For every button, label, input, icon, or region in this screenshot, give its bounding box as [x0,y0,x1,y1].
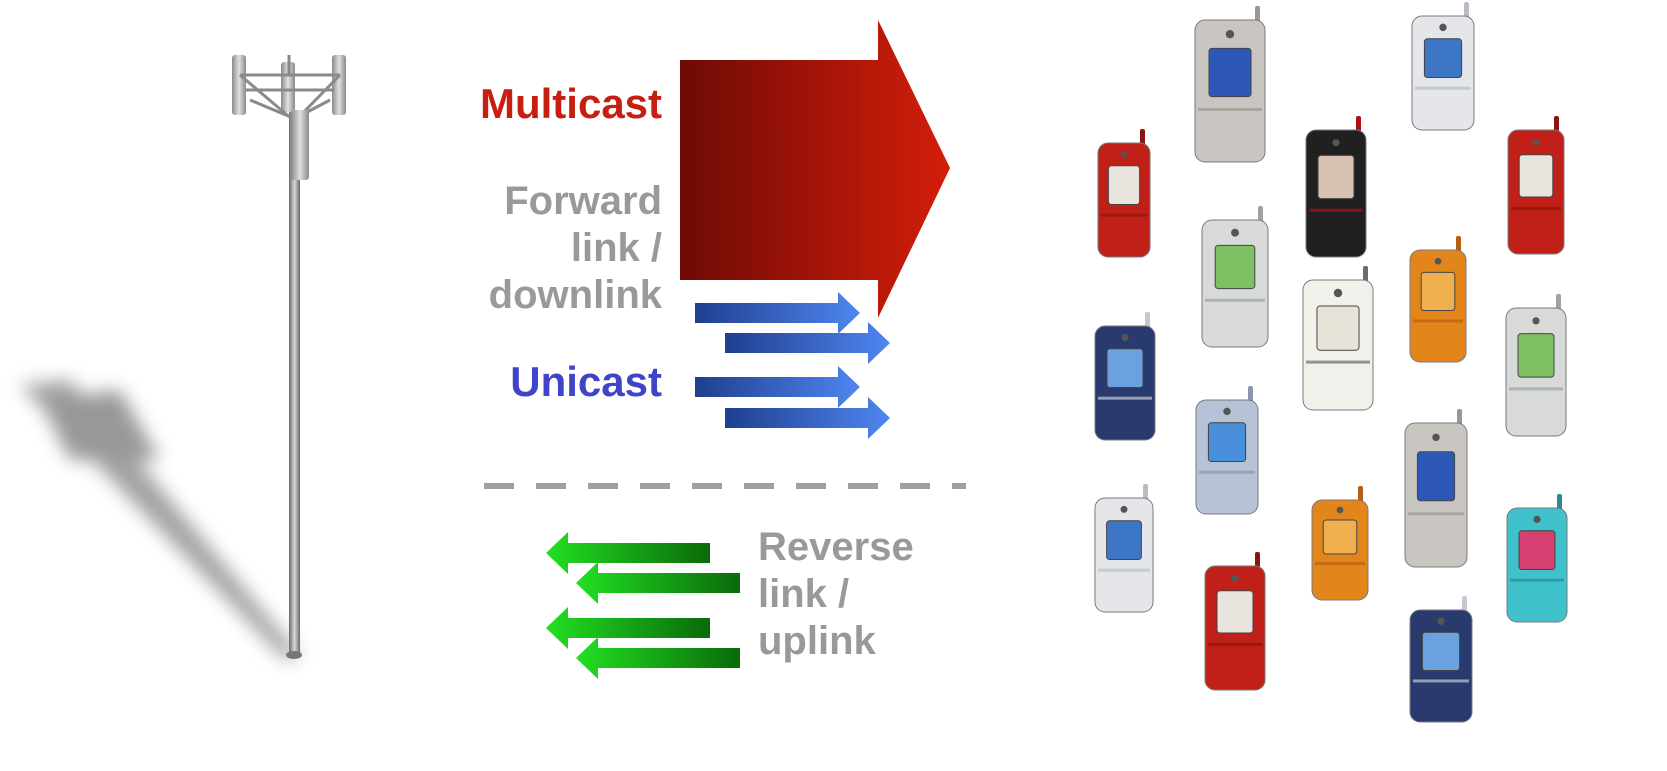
mobile-phone-icon [1305,116,1367,258]
forward-label-line-1: Forward [504,179,662,223]
mobile-phone-icon [1404,409,1468,568]
multicast-arrow [680,20,950,318]
mobile-phone-icon [1409,236,1467,363]
multicast-label-text: Multicast [480,80,663,127]
phones-cluster [1094,2,1568,723]
mobile-phone-icon [1507,116,1565,255]
mobile-phone-icon [1195,386,1259,515]
forward-label-line-3: downlink [488,273,662,317]
mobile-phone-icon [1506,494,1568,623]
reverse-label-line-1: Reverse [758,525,914,569]
mobile-phone-icon [1194,6,1266,163]
unicast-label-text: Unicast [510,358,662,405]
tower-shadow [20,380,300,660]
reverse-label-line-2: link / [758,572,850,616]
mobile-phone-icon [1302,266,1374,411]
mobile-phone-icon [1097,129,1151,258]
forward-link-label: Forward link / downlink [440,178,662,319]
mobile-phone-icon [1201,206,1269,348]
reverse-label-line-3: uplink [758,619,876,663]
mobile-phone-icon [1409,596,1473,723]
mobile-phone-icon [1311,486,1369,601]
cell-tower-icon [232,55,346,659]
mobile-phone-icon [1094,312,1156,441]
mobile-phone-icon [1411,2,1475,131]
mobile-phone-icon [1204,552,1266,691]
unicast-label: Unicast [480,358,662,405]
unicast-arrows [695,292,890,439]
mobile-phone-icon [1505,294,1567,437]
uplink-arrows [546,532,740,679]
forward-label-line-2: link / [570,226,662,270]
reverse-link-label: Reverse link / uplink [758,524,958,665]
mobile-phone-icon [1094,484,1154,613]
multicast-label: Multicast [480,80,662,127]
